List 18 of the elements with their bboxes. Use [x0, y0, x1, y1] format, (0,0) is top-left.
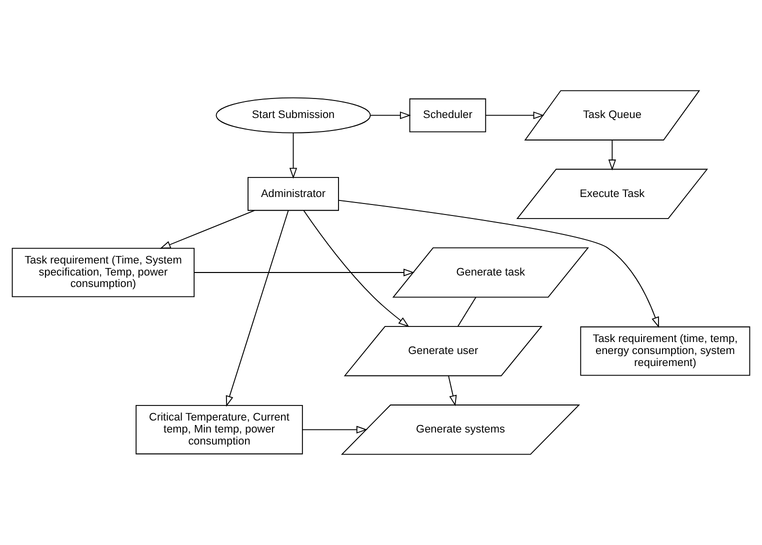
arrow: [226, 210, 289, 407]
arrow: [338, 200, 659, 328]
connector: [457, 296, 476, 327]
arrow: [370, 111, 411, 120]
arrow: [448, 375, 457, 406]
node-box: Scheduler: [409, 98, 486, 132]
arrow: [302, 426, 368, 434]
node-box: Administrator: [248, 177, 339, 211]
node-box: Critical Temperature, Current temp, Min temp, power consumption: [136, 405, 303, 454]
arrow: [194, 268, 414, 276]
arrow: [289, 132, 298, 179]
arrow: [485, 111, 544, 120]
node-box: Task requirement (time, temp, energy consumption, system requirement): [580, 326, 750, 376]
node-ellipse: Start Submission: [216, 97, 371, 134]
arrow: [608, 140, 616, 171]
arrow: [160, 210, 256, 249]
node-box: Task requirement (Time, System specification, Temp, power consumption): [12, 248, 195, 298]
arrow: [303, 210, 410, 328]
